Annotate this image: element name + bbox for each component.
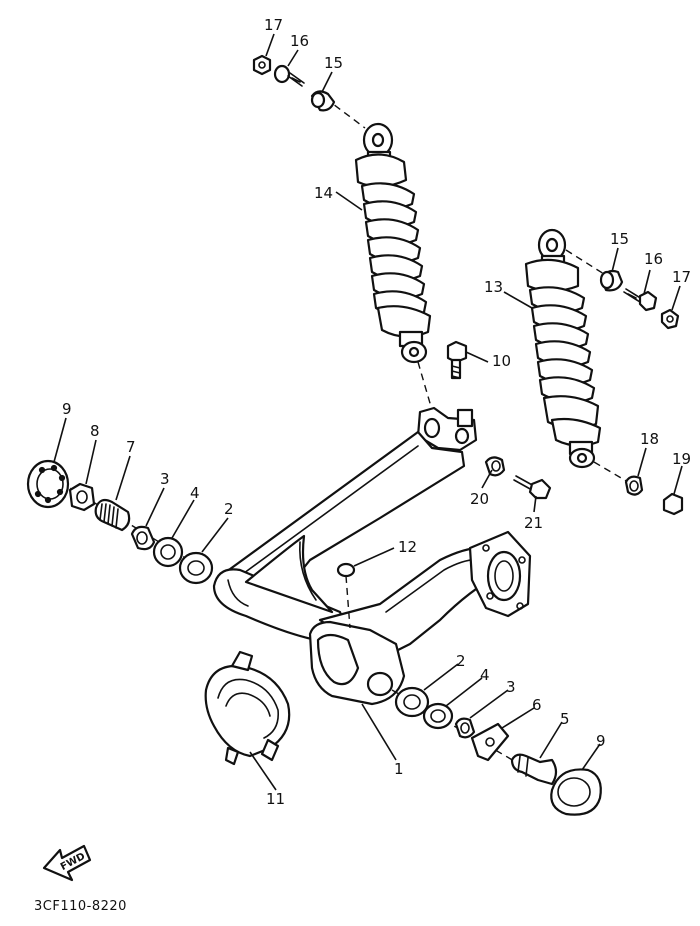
shock-lower-hardware — [484, 456, 684, 516]
callout-10: 10 — [492, 352, 511, 370]
upper-mount-hardware-left — [252, 54, 336, 112]
callout-20: 20 — [470, 490, 489, 508]
callout-5: 5 — [560, 710, 570, 728]
callout-17: 17 — [672, 268, 691, 286]
rear-shock-14 — [324, 97, 433, 411]
swing-arm-1 — [212, 406, 532, 706]
callout-18: 18 — [640, 430, 659, 448]
callout-19: 19 — [672, 450, 691, 468]
callout-labels: 17 16 15 14 15 16 17 13 10 9 8 7 3 4 2 1… — [62, 16, 691, 808]
upper-mount-hardware-right — [599, 269, 680, 330]
callout-8: 8 — [90, 422, 100, 440]
callout-12: 12 — [398, 538, 417, 556]
callout-3: 3 — [506, 678, 516, 696]
callout-3: 3 — [160, 470, 170, 488]
rear-shock-13 — [524, 228, 629, 483]
callout-7: 7 — [126, 438, 136, 456]
callout-11: 11 — [266, 790, 285, 808]
callout-13: 13 — [484, 278, 503, 296]
callout-6: 6 — [532, 696, 542, 714]
callout-9: 9 — [596, 732, 606, 750]
callout-16: 16 — [644, 250, 663, 268]
callout-4: 4 — [480, 666, 490, 684]
left-pivot-parts — [26, 459, 214, 585]
callout-4: 4 — [190, 484, 200, 502]
callout-17: 17 — [264, 16, 283, 34]
dust-boot-11 — [204, 650, 291, 766]
callout-2: 2 — [224, 500, 234, 518]
callout-16: 16 — [290, 32, 309, 50]
part-code: 3CF110-8220 — [34, 899, 127, 914]
callout-1: 1 — [394, 760, 404, 778]
bolt-10 — [446, 340, 468, 380]
callout-9: 9 — [62, 400, 72, 418]
callout-2: 2 — [456, 652, 466, 670]
callout-14: 14 — [314, 184, 333, 202]
callout-15: 15 — [610, 230, 629, 248]
right-pivot-parts — [391, 686, 602, 816]
callout-15: 15 — [324, 54, 343, 72]
leader-lines — [53, 33, 683, 791]
fwd-arrow: FWD — [42, 844, 92, 882]
callout-21: 21 — [524, 514, 543, 532]
